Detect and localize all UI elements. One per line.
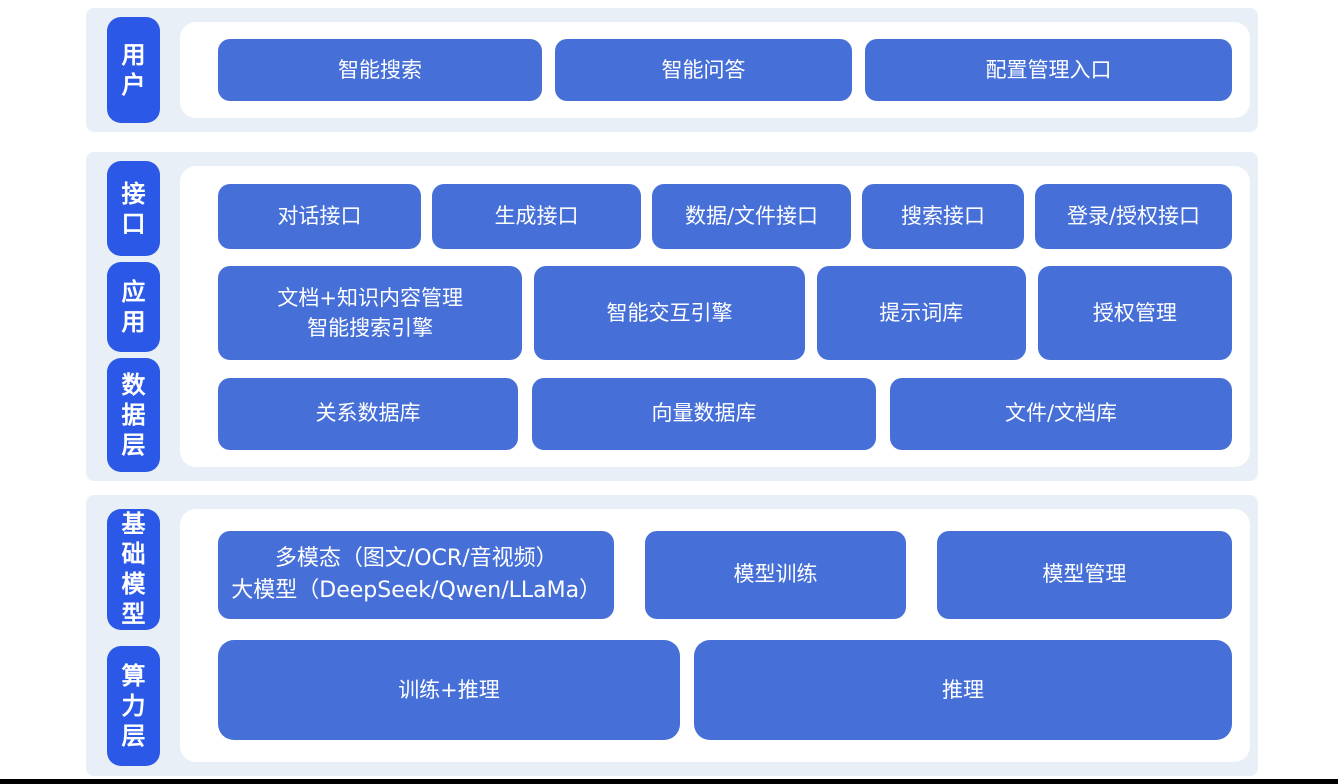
interface-row: 对话接口 生成接口 数据/文件接口 搜索接口 登录/授权接口 [218,183,1232,249]
section-foundation-model-compute: 基 础 模 型 算 力 层 多模态（图文/OCR/音视频） 大模型（DeepSe… [86,495,1258,776]
box-model-management: 模型管理 [936,530,1232,619]
user-layer-panel: 智能搜索 智能问答 配置管理入口 [180,22,1250,118]
user-row: 智能搜索 智能问答 配置管理入口 [218,39,1232,101]
box-prompt-library: 提示词库 [816,266,1026,360]
bottom-black-bar [0,779,1338,784]
layer-label-foundation-model: 基 础 模 型 [107,509,160,630]
box-dialog-api: 对话接口 [218,183,421,249]
model-row: 多模态（图文/OCR/音视频） 大模型（DeepSeek/Qwen/LLaMa）… [218,530,1232,619]
box-smart-search: 智能搜索 [218,39,542,101]
layer-label-data: 数 据 层 [107,358,160,472]
application-row: 文档+知识内容管理 智能搜索引擎 智能交互引擎 提示词库 授权管理 [218,266,1233,360]
compute-row: 训练+推理 推理 [218,640,1232,741]
middle-layer-panel: 对话接口 生成接口 数据/文件接口 搜索接口 登录/授权接口 文档+知识内容管理… [180,166,1250,467]
layer-label-user: 用 户 [107,17,160,123]
layer-label-compute: 算 力 层 [107,645,160,766]
section-interface-application-data: 接 口 应 用 数 据 层 对话接口 生成接口 数据/文件接口 搜索接口 登录/… [86,152,1258,481]
user-layer-labels: 用 户 [107,8,160,132]
box-file-document-store: 文件/文档库 [890,377,1232,450]
box-doc-knowledge-management-search-engine: 文档+知识内容管理 智能搜索引擎 [218,266,523,360]
box-vector-database: 向量数据库 [532,377,876,450]
box-data-file-api: 数据/文件接口 [652,183,851,249]
box-training-plus-inference: 训练+推理 [218,640,680,741]
box-model-training: 模型训练 [645,530,906,619]
box-generation-api: 生成接口 [432,183,641,249]
bottom-layer-panel: 多模态（图文/OCR/音视频） 大模型（DeepSeek/Qwen/LLaMa）… [180,509,1250,762]
box-search-api: 搜索接口 [862,183,1024,249]
layer-label-application: 应 用 [107,262,160,352]
box-authorization-management: 授权管理 [1037,266,1233,360]
box-relational-database: 关系数据库 [218,377,518,450]
section-user-layer: 用 户 智能搜索 智能问答 配置管理入口 [86,8,1258,132]
box-smart-interaction-engine: 智能交互引擎 [534,266,805,360]
box-smart-qa: 智能问答 [555,39,852,101]
layer-label-interface: 接 口 [107,161,160,256]
box-inference: 推理 [694,640,1232,741]
middle-layer-labels: 接 口 应 用 数 据 层 [107,152,160,481]
data-row: 关系数据库 向量数据库 文件/文档库 [218,377,1232,450]
box-login-auth-api: 登录/授权接口 [1035,183,1232,249]
box-multimodal-large-model: 多模态（图文/OCR/音视频） 大模型（DeepSeek/Qwen/LLaMa） [218,530,615,619]
box-config-management-entry: 配置管理入口 [865,39,1232,101]
bottom-layer-labels: 基 础 模 型 算 力 层 [107,495,160,776]
